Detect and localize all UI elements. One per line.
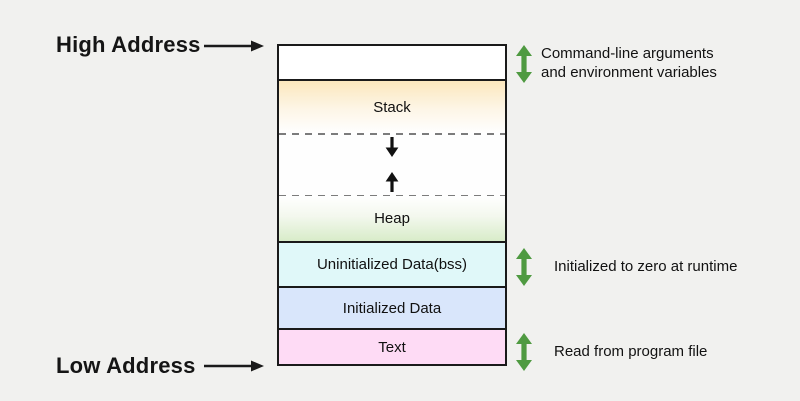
- annotation-env-line1: Command-line arguments: [541, 45, 714, 62]
- segment-stack-label: Stack: [373, 99, 411, 116]
- annotation-text-segment-line1: Read from program file: [554, 343, 708, 360]
- text-range-double-arrow-icon: [516, 333, 532, 371]
- annotation-env-line2: and environment variables: [541, 64, 717, 81]
- annotation-bss-line1: Initialized to zero at runtime: [554, 258, 738, 275]
- annotation-bss: Initialized to zero at runtime: [554, 257, 737, 276]
- env-range-double-arrow-icon: [516, 45, 532, 83]
- low-address-arrow-icon: [204, 360, 264, 372]
- segment-text-label: Text: [378, 338, 406, 356]
- memory-box: Stack Heap Uninitialized Data(bss) Initi…: [277, 44, 507, 366]
- segment-text: Text: [279, 328, 505, 364]
- high-address-label: High Address: [56, 32, 201, 57]
- segment-bss-label: Uninitialized Data(bss): [316, 256, 468, 273]
- segment-initialized-data: Initialized Data: [279, 286, 505, 328]
- stack-boundary-dashed-line: [279, 133, 505, 135]
- bss-range-double-arrow-icon: [516, 248, 532, 286]
- high-address-arrow-icon: [204, 40, 264, 52]
- segment-stack: Stack: [279, 81, 505, 134]
- annotation-text-segment: Read from program file: [554, 342, 707, 361]
- annotation-env: Command-line arguments and environment v…: [541, 44, 717, 82]
- stack-heap-gap: [279, 133, 505, 197]
- heap-growth-up-arrow-icon: [385, 172, 399, 192]
- segment-heap: Heap: [279, 196, 505, 241]
- segment-heap-label: Heap: [374, 210, 410, 227]
- segment-env: [279, 46, 505, 81]
- low-address-label: Low Address: [56, 353, 196, 378]
- segment-bss: Uninitialized Data(bss): [279, 241, 505, 286]
- segment-initialized-data-label: Initialized Data: [342, 299, 442, 317]
- stack-growth-down-arrow-icon: [385, 137, 399, 157]
